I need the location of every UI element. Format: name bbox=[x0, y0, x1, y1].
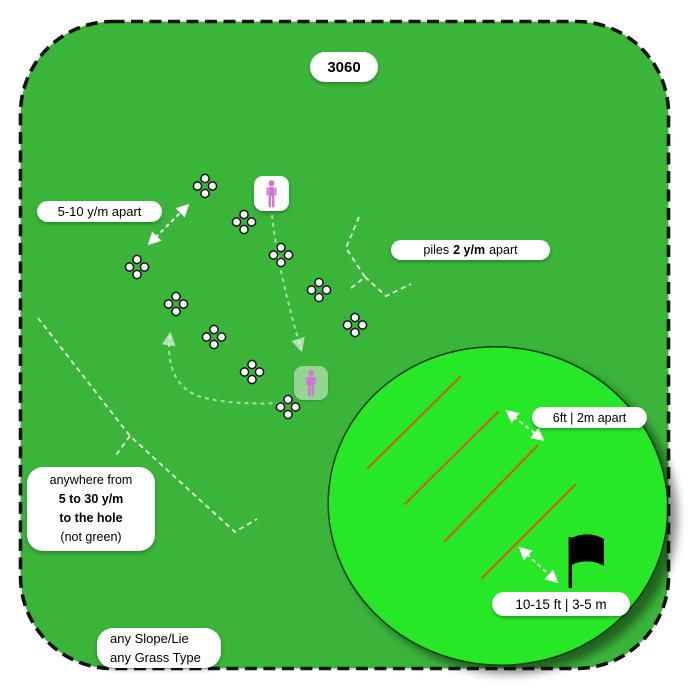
range-line-1: anywhere from bbox=[49, 473, 133, 487]
pile-spacing-arrow bbox=[147, 203, 190, 246]
piles-apart-prefix: piles bbox=[423, 243, 450, 257]
hole-distance-sketch-line bbox=[37, 317, 258, 534]
piles-apart-value: 2 y/m bbox=[453, 243, 486, 257]
person-icon bbox=[266, 179, 277, 207]
green-line bbox=[403, 410, 500, 506]
golf-ball-pile-icon bbox=[124, 254, 150, 280]
golf-ball-pile-icon bbox=[275, 394, 301, 420]
golf-ball-pile-icon bbox=[231, 209, 257, 235]
golf-ball-pile-icon bbox=[192, 173, 218, 199]
throw-path-curve bbox=[161, 331, 285, 405]
player-1-card bbox=[254, 176, 289, 211]
piles-apart-suffix: apart bbox=[489, 243, 518, 257]
distance-line bbox=[37, 317, 258, 534]
golf-ball-pile-icon bbox=[201, 324, 227, 350]
flag-banner bbox=[572, 534, 604, 566]
person-icon bbox=[306, 369, 316, 396]
green-line bbox=[366, 375, 462, 470]
distance-tick bbox=[115, 435, 131, 456]
golf-ball-pile-icon bbox=[239, 359, 265, 385]
ball-piles bbox=[124, 173, 368, 420]
golf-ball-pile-icon bbox=[342, 312, 368, 338]
pile-spacing-label: 5-10 y/m apart bbox=[37, 201, 162, 222]
green-mowing-lines bbox=[366, 375, 577, 580]
player-to-player-path bbox=[271, 214, 305, 353]
range-line-2: 5 to 30 y/m bbox=[58, 492, 124, 506]
conditions-line-2: any Grass Type bbox=[110, 650, 201, 665]
hole-spacing-arrow bbox=[518, 546, 559, 584]
range-line-3: to the hole bbox=[59, 511, 123, 525]
golf-ball-pile-icon bbox=[306, 277, 332, 303]
flag-pole bbox=[568, 537, 572, 588]
player-2-card bbox=[294, 366, 328, 400]
golf-ball-pile-icon bbox=[163, 291, 189, 317]
piles-apart-label: piles 2 y/m apart bbox=[391, 240, 550, 260]
bracket-line bbox=[364, 276, 412, 298]
range-line-4: (not green) bbox=[60, 530, 122, 544]
flag-icon bbox=[568, 534, 604, 588]
range-to-hole-box: anywhere from 5 to 30 y/m to the hole (n… bbox=[27, 467, 155, 551]
field-dashed-border bbox=[18, 19, 671, 671]
green-line-spacing-label: 6ft | 2m apart bbox=[532, 407, 647, 428]
pile-gap-bracket bbox=[344, 216, 412, 298]
golf-ball-pile-icon bbox=[268, 242, 294, 268]
drill-number-badge: 3060 bbox=[310, 52, 378, 82]
conditions-box: any Slope/Lie any Grass Type bbox=[97, 628, 221, 668]
green-line bbox=[480, 483, 577, 580]
hole-distance-label: 10-15 ft | 3-5 m bbox=[492, 592, 630, 616]
conditions-line-1: any Slope/Lie bbox=[110, 631, 189, 646]
green-line bbox=[443, 444, 539, 543]
